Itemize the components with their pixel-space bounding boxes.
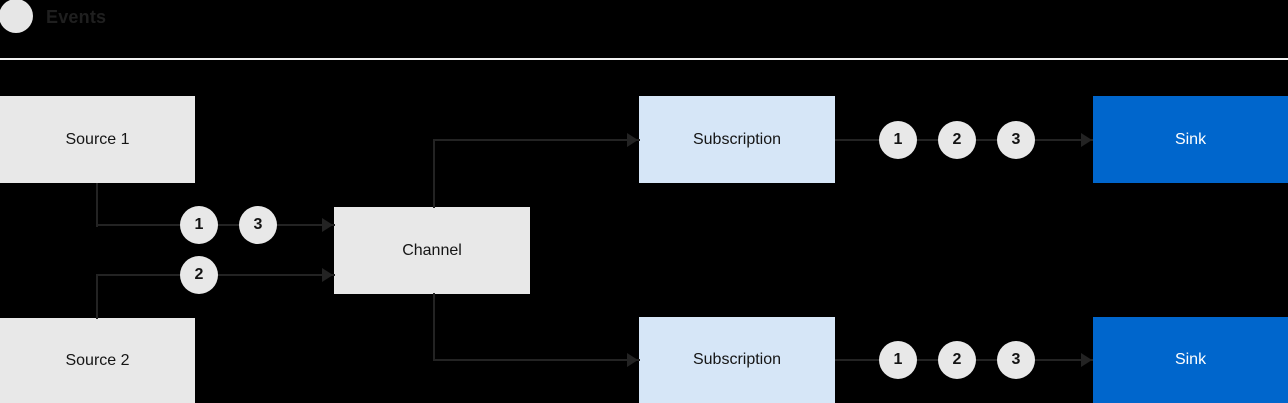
connector-channel-to-subscription-top <box>433 139 640 141</box>
event-chip-egress-bottom-1[interactable]: 1 <box>879 341 917 379</box>
event-chip-label: 1 <box>194 216 204 233</box>
node-channel-label: Channel <box>402 241 462 259</box>
event-chip-label: 2 <box>194 266 204 283</box>
event-chip-ingress-2[interactable]: 2 <box>180 256 218 294</box>
event-chip-egress-bottom-3[interactable]: 3 <box>997 341 1035 379</box>
header-divider <box>0 58 1288 60</box>
node-channel[interactable]: Channel <box>334 207 530 294</box>
arrowhead-subscription-top-to-sink <box>1081 133 1092 147</box>
arrowhead-subscription-bottom-to-sink <box>1081 353 1092 367</box>
node-source-1[interactable]: Source 1 <box>0 96 195 183</box>
event-chip-egress-bottom-2[interactable]: 2 <box>938 341 976 379</box>
connector-source2-up <box>96 274 98 319</box>
event-chip-label: 3 <box>253 216 263 233</box>
event-chip-egress-top-3[interactable]: 3 <box>997 121 1035 159</box>
event-chip-label: 1 <box>893 131 903 148</box>
event-chip-label: 1 <box>893 351 903 368</box>
node-sink-bottom-label: Sink <box>1174 351 1207 368</box>
arrowhead-source1-to-channel <box>322 218 333 232</box>
event-chip-label: 3 <box>1011 131 1021 148</box>
event-chip-ingress-3[interactable]: 3 <box>239 206 277 244</box>
connector-source1-down <box>96 183 98 227</box>
node-source-2[interactable]: Source 2 <box>0 318 195 403</box>
event-chip-egress-top-2[interactable]: 2 <box>938 121 976 159</box>
node-subscription-top[interactable]: Subscription <box>639 96 835 183</box>
event-chip-label: 2 <box>952 351 962 368</box>
arrowhead-source2-to-channel <box>322 268 333 282</box>
connector-channel-up <box>433 139 435 208</box>
event-chip-egress-top-1[interactable]: 1 <box>879 121 917 159</box>
node-subscription-bottom[interactable]: Subscription <box>639 317 835 403</box>
connector-channel-to-subscription-bottom <box>433 359 640 361</box>
event-chip-label: 2 <box>952 131 962 148</box>
node-subscription-top-label: Subscription <box>692 130 782 148</box>
arrowhead-channel-to-subscription-bottom <box>627 353 638 367</box>
node-sink-bottom[interactable]: Sink <box>1093 317 1288 403</box>
node-source-1-label: Source 1 <box>65 130 130 148</box>
node-sink-top[interactable]: Sink <box>1093 96 1288 183</box>
node-subscription-bottom-label: Subscription <box>692 351 782 368</box>
event-chip-label: 3 <box>1011 351 1021 368</box>
event-chip-ingress-1[interactable]: 1 <box>180 206 218 244</box>
node-source-2-label: Source 2 <box>65 351 130 369</box>
arrowhead-channel-to-subscription-top <box>627 133 638 147</box>
node-sink-top-label: Sink <box>1174 130 1207 148</box>
connector-channel-down <box>433 293 435 361</box>
events-dot-icon <box>0 0 33 33</box>
page-title: Events <box>46 7 107 27</box>
